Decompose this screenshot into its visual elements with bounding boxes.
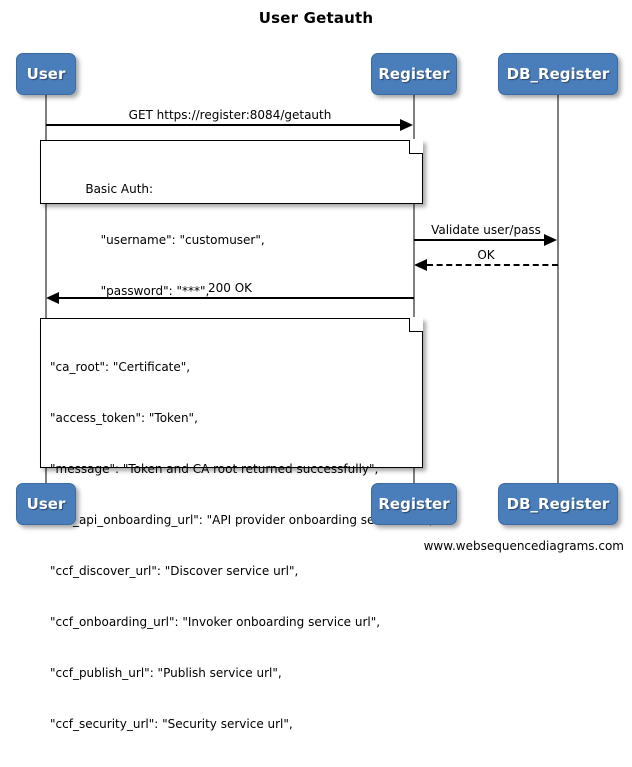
note-basic-auth: Basic Auth: "username": "customuser", "p… bbox=[40, 139, 423, 298]
message-label-ok: OK bbox=[477, 248, 495, 262]
note-line: Basic Auth: bbox=[51, 182, 154, 196]
note-response-body-text: "ca_root": "Certificate", "access_token"… bbox=[50, 325, 433, 767]
lifeline-user bbox=[45, 95, 47, 483]
note-line: "access_token": "Token", bbox=[50, 411, 198, 425]
note-line: "ccf_onboarding_url": "Invoker onboardin… bbox=[50, 615, 381, 629]
message-label-200-ok: 200 OK bbox=[207, 281, 253, 295]
message-arrowhead-ok bbox=[414, 259, 427, 271]
actor-box-db-register-bottom[interactable]: DB_Register bbox=[498, 483, 618, 525]
lifeline-register bbox=[413, 95, 415, 483]
note-fold-corner-icon bbox=[409, 317, 423, 332]
note-basic-auth-text: Basic Auth: "username": "customuser", "p… bbox=[51, 147, 265, 334]
actor-box-user-bottom[interactable]: User bbox=[16, 483, 76, 525]
note-line: "ccf_discover_url": "Discover service ur… bbox=[50, 564, 299, 578]
note-line: "ccf_publish_url": "Publish service url"… bbox=[50, 666, 282, 680]
actor-label-register-top: Register bbox=[378, 65, 450, 83]
lifeline-db-register bbox=[557, 95, 559, 483]
note-line: "password": "***", bbox=[51, 284, 210, 298]
message-line-200-ok bbox=[59, 297, 414, 299]
message-arrowhead-get-getauth bbox=[400, 119, 413, 131]
message-label-validate-user-pass: Validate user/pass bbox=[431, 223, 541, 237]
actor-box-user-top[interactable]: User bbox=[16, 53, 76, 95]
sequence-diagram-canvas: User Getauth User Register DB_Register G… bbox=[16, 9, 624, 731]
message-arrowhead-validate-user-pass bbox=[544, 234, 557, 246]
message-arrowhead-200-ok bbox=[46, 292, 59, 304]
message-label-get-getauth: GET https://register:8084/getauth bbox=[128, 108, 332, 122]
actor-box-db-register-top[interactable]: DB_Register bbox=[498, 53, 618, 95]
page-title: User Getauth bbox=[258, 9, 374, 27]
note-fold-corner-icon bbox=[409, 139, 423, 154]
note-line: "username": "customuser", bbox=[51, 233, 265, 247]
message-line-get-getauth bbox=[46, 124, 401, 126]
actor-label-user-bottom: User bbox=[26, 495, 66, 513]
actor-label-db-register-top: DB_Register bbox=[506, 65, 610, 83]
actor-label-db-register-bottom: DB_Register bbox=[506, 495, 610, 513]
actor-label-register-bottom: Register bbox=[378, 495, 450, 513]
actor-label-user-top: User bbox=[26, 65, 66, 83]
note-line: "ccf_security_url": "Security service ur… bbox=[50, 717, 293, 731]
message-line-ok bbox=[427, 264, 558, 266]
note-line: "ca_root": "Certificate", bbox=[50, 360, 191, 374]
footer-watermark: www.websequencediagrams.com bbox=[423, 539, 624, 553]
message-line-validate-user-pass bbox=[414, 239, 545, 241]
note-line: "message": "Token and CA root returned s… bbox=[50, 462, 379, 476]
actor-box-register-bottom[interactable]: Register bbox=[371, 483, 457, 525]
note-response-body: "ca_root": "Certificate", "access_token"… bbox=[40, 317, 433, 731]
actor-box-register-top[interactable]: Register bbox=[371, 53, 457, 95]
